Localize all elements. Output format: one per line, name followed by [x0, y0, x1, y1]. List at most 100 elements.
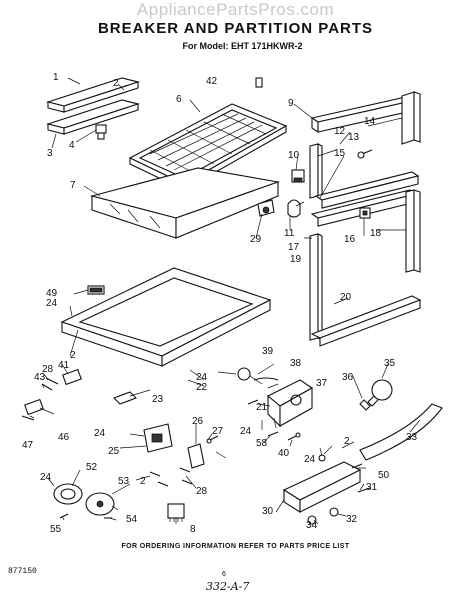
callout-23: 23: [152, 394, 164, 405]
part-47-screw: [21, 415, 35, 421]
callout-47: 47: [22, 440, 34, 451]
part-53-fan: [85, 492, 115, 516]
callout-21: 21: [256, 402, 268, 413]
part-15-rail: [314, 171, 420, 209]
part-14-post: [401, 91, 421, 145]
callout-16: 16: [344, 234, 356, 245]
part-11-clip: [287, 199, 301, 218]
callout-24-e: 24: [40, 472, 52, 483]
callout-41: 41: [58, 360, 70, 371]
callout-46: 46: [58, 432, 70, 443]
callout-32: 32: [346, 514, 358, 525]
callout-40: 40: [278, 448, 290, 459]
callout-1: 1: [53, 72, 59, 83]
callout-39: 39: [262, 346, 274, 357]
callout-26: 26: [192, 416, 204, 427]
callout-4: 4: [69, 140, 75, 151]
callout-24-b: 24: [94, 428, 106, 439]
part-55-screw: [59, 513, 69, 519]
callout-24-d: 24: [304, 454, 316, 465]
part-29-bracket: [257, 199, 275, 217]
callout-3: 3: [47, 148, 53, 159]
part-49-latch: [87, 285, 105, 295]
part-3-breaker-strip: [46, 99, 140, 135]
callout-35: 35: [384, 358, 396, 369]
part-43-screw: [41, 383, 53, 391]
part-16-bracket: [359, 207, 371, 219]
callout-50: 50: [378, 470, 390, 481]
part-23-bracket: [113, 391, 137, 405]
callout-20: 20: [340, 292, 352, 303]
part-39-socket: [237, 367, 251, 381]
part-10-clip: [291, 169, 305, 183]
callout-43: 43: [34, 372, 46, 383]
part-37-light-housing: [267, 379, 314, 428]
callout-54: 54: [126, 514, 138, 525]
callout-2-a: 2: [70, 350, 76, 361]
part-52-motor: [53, 483, 83, 505]
callout-11: 11: [284, 228, 295, 239]
callout-18: 18: [370, 228, 382, 239]
callout-28-a: 28: [42, 364, 54, 375]
part-4-clip: [95, 124, 107, 140]
callout-52: 52: [86, 462, 98, 473]
callout-42: 42: [206, 76, 218, 87]
callout-14: 14: [364, 116, 376, 127]
callout-27: 27: [212, 426, 224, 437]
diagram-title: BREAKER AND PARTITION PARTS: [97, 20, 374, 37]
part-36-bulb-cap: [359, 399, 371, 411]
callout-6: 6: [176, 94, 182, 105]
callout-10: 10: [288, 150, 300, 161]
callout-38: 38: [290, 358, 302, 369]
ordering-footer: FOR ORDERING INFORMATION REFER TO PARTS …: [121, 543, 350, 550]
callout-7: 7: [70, 180, 76, 191]
callout-9: 9: [288, 98, 294, 109]
callout-24-c: 24: [240, 426, 252, 437]
part-28-screws-lower: [179, 467, 193, 485]
watermark: AppliancePartsPros.com: [136, 0, 335, 19]
callout-2-c: 2: [140, 476, 146, 487]
part-35-light-bulb: [367, 379, 393, 407]
callout-24-a: 24: [46, 298, 58, 309]
callout-37: 37: [316, 378, 328, 389]
callout-30: 30: [262, 506, 274, 517]
leader-lines: [29, 77, 421, 525]
part-32-nut: [329, 507, 339, 517]
part-12-post: [309, 143, 323, 199]
callout-33: 33: [406, 432, 418, 443]
callout-15: 15: [334, 148, 346, 159]
handwritten-note: 332-A-7: [206, 580, 250, 593]
callout-2: 2: [113, 78, 119, 89]
callout-22: 22: [196, 382, 208, 393]
callout-25: 25: [108, 446, 120, 457]
part-34-nut: [307, 515, 317, 525]
part-18-post: [405, 189, 421, 273]
part-30-bottom-trim: [282, 461, 362, 513]
part-25-bracket: [143, 423, 173, 453]
part-19-post: [309, 233, 323, 341]
part-26-bracket: [187, 443, 205, 469]
part-50-screw: [351, 463, 363, 469]
part-28-screw: [45, 377, 59, 385]
callout-34: 34: [306, 520, 318, 531]
part-33-trim: [359, 403, 443, 461]
callout-2-b: 2: [344, 436, 350, 447]
callout-28: 28: [196, 486, 208, 497]
document-number: 877150: [8, 567, 37, 576]
part-38-wire: [253, 377, 279, 381]
part-20-rail: [310, 295, 422, 347]
part-7-cover: [89, 167, 281, 239]
callout-31: 31: [366, 482, 378, 493]
part-22-shelf: [60, 267, 272, 367]
callout-55: 55: [50, 524, 62, 535]
callout-8: 8: [190, 524, 196, 535]
part-13-screw: [357, 149, 373, 159]
callout-19: 19: [290, 254, 302, 265]
part-42-fastener: [255, 77, 263, 88]
part-41-hinge: [62, 368, 82, 386]
part-21-screw: [247, 399, 259, 405]
callout-12: 12: [334, 126, 346, 137]
part-2-screws-lower: [149, 471, 169, 487]
